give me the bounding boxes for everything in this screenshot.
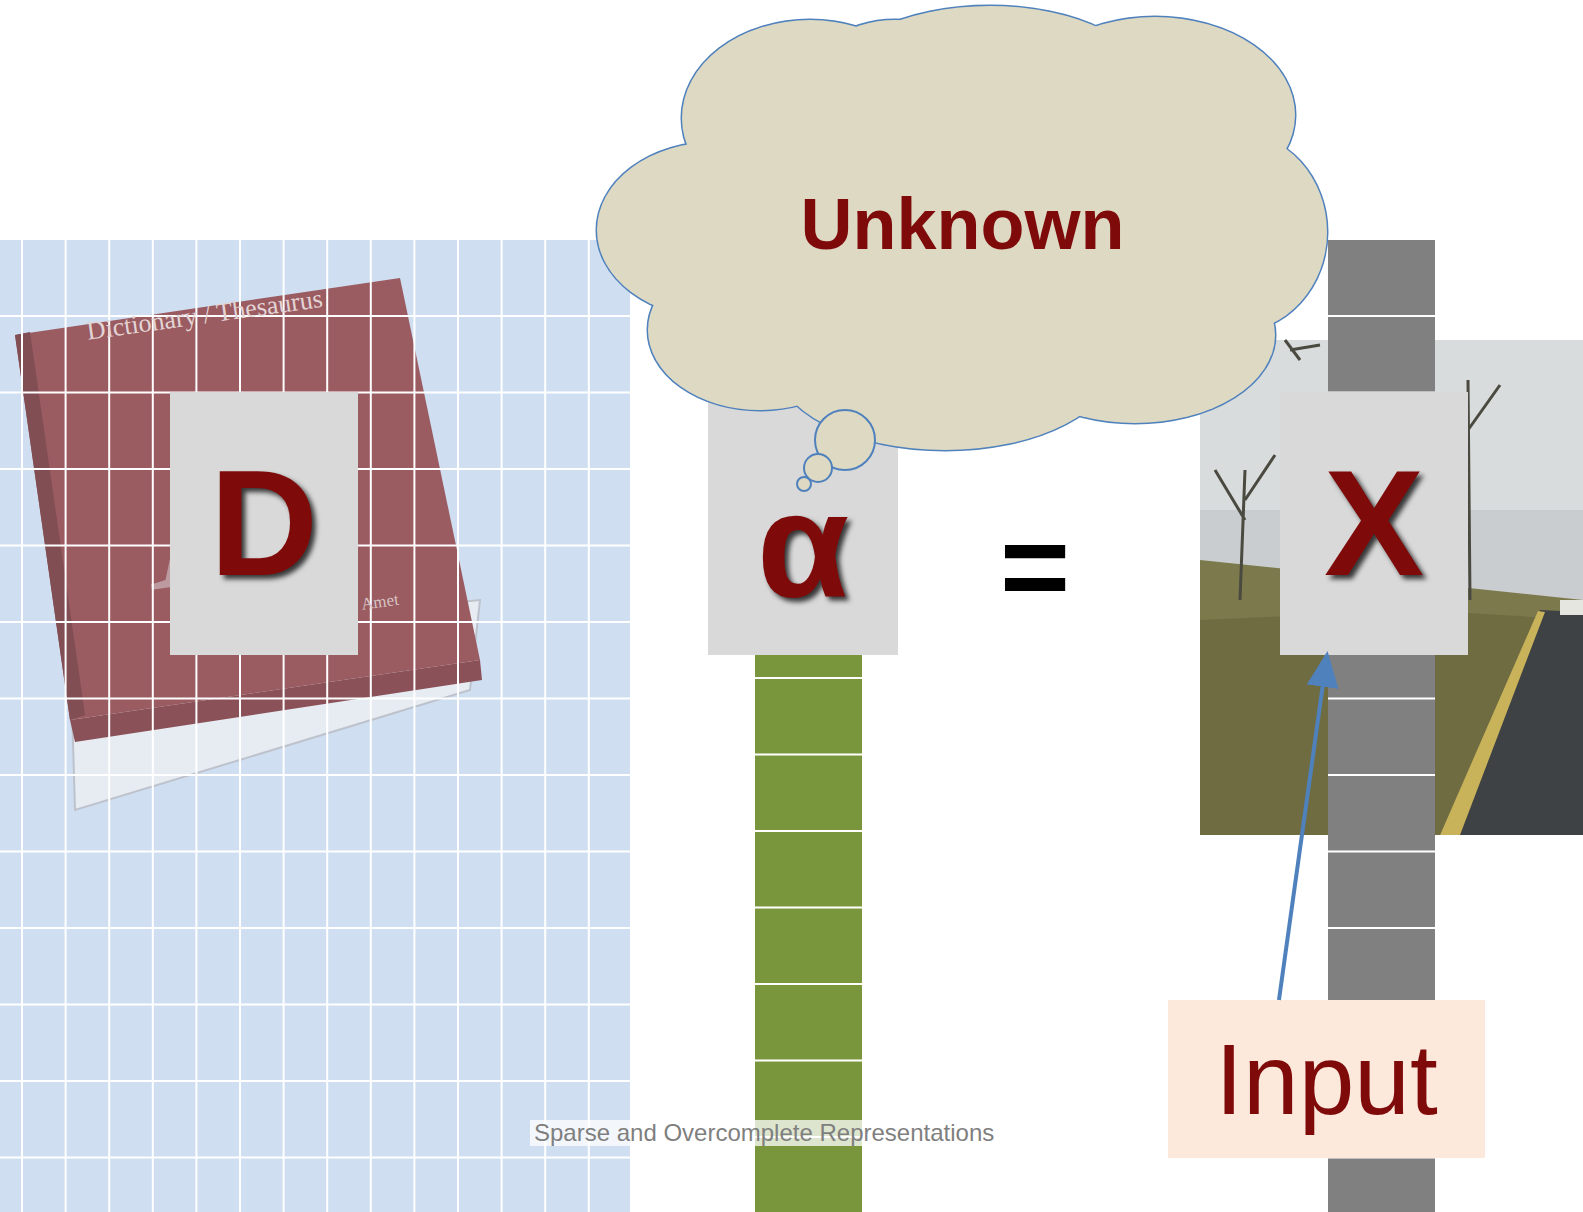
slide-caption: Sparse and Overcomplete Representations <box>530 1120 998 1146</box>
book-text: Amet <box>360 591 400 615</box>
thought-cloud: Unknown <box>595 0 1330 460</box>
dictionary-box: D <box>170 392 358 655</box>
node-text: Input <box>1215 1024 1437 1134</box>
input-box: Input <box>1168 1000 1485 1158</box>
node-text: α <box>757 463 849 628</box>
grid-lines <box>0 240 630 1212</box>
equals-sign: = <box>1000 500 1070 632</box>
node-text: D <box>210 441 318 606</box>
grid-ground <box>0 240 630 1212</box>
input-arrow <box>1279 655 1327 1000</box>
node-text: X <box>1324 441 1424 606</box>
node-text: Unknown <box>801 185 1125 264</box>
signal-box: X <box>1280 392 1468 655</box>
book-title: Dictionary / Thesaurus <box>85 285 324 346</box>
dictionary-book: A <box>15 278 482 810</box>
coefficient-column <box>755 655 862 1212</box>
